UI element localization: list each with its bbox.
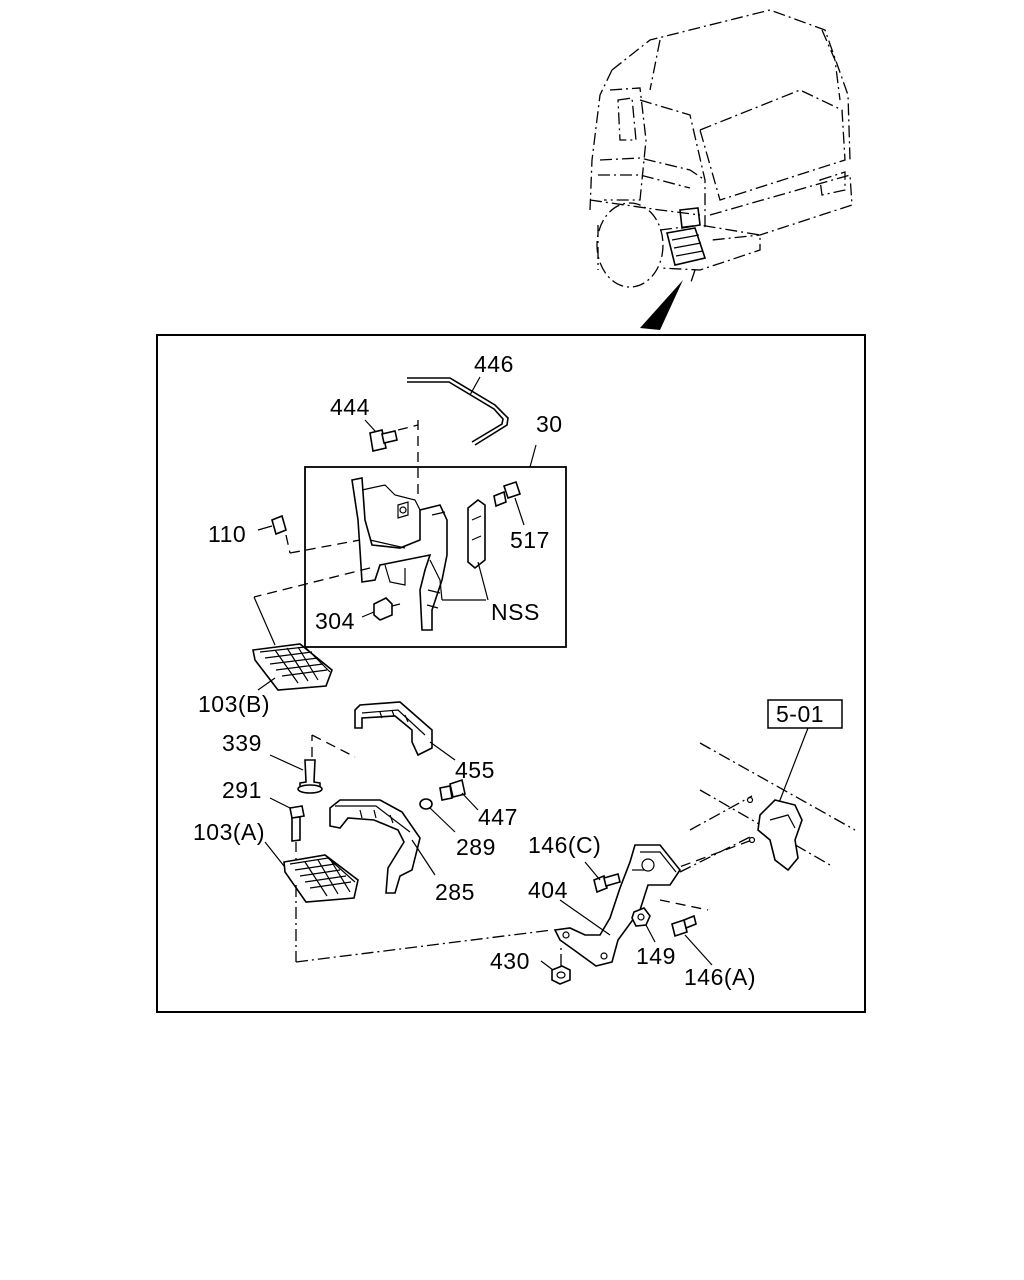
part-285-bracket xyxy=(329,799,436,894)
label-444: 444 xyxy=(330,394,370,420)
label-304: 304 xyxy=(315,608,355,634)
part-103b-step xyxy=(252,643,333,691)
callout-labels: 446 444 30 110 517 304 NSS 103(B) 339 45… xyxy=(193,351,824,990)
label-110: 110 xyxy=(208,521,246,547)
part-447-bolt xyxy=(439,778,479,811)
part-444-bolt xyxy=(364,419,419,500)
part-404-bracket xyxy=(553,844,681,967)
label-339: 339 xyxy=(222,730,262,756)
label-289: 289 xyxy=(456,834,496,860)
label-nss: NSS xyxy=(491,599,540,625)
label-103a: 103(A) xyxy=(193,819,265,845)
label-455: 455 xyxy=(455,757,495,783)
part-30-bracket-assembly xyxy=(257,477,525,631)
label-146a: 146(A) xyxy=(684,964,756,990)
label-517: 517 xyxy=(510,527,550,553)
label-285: 285 xyxy=(435,879,475,905)
label-5-01: 5-01 xyxy=(776,701,824,727)
label-446: 446 xyxy=(474,351,514,377)
part-103a-step xyxy=(264,841,359,903)
part-339-pin xyxy=(269,734,356,794)
part-430-nut xyxy=(540,948,571,985)
label-404: 404 xyxy=(528,877,568,903)
part-291-bolt xyxy=(269,797,305,860)
part-446-rod xyxy=(407,376,509,446)
label-149: 149 xyxy=(636,943,676,969)
chassis-frame xyxy=(659,699,856,911)
assembly-30-box xyxy=(304,466,567,648)
label-291: 291 xyxy=(222,777,262,803)
part-146c-bolt xyxy=(584,861,621,894)
truck-cab-overview xyxy=(589,9,853,330)
part-146a-bolt xyxy=(671,914,713,966)
label-430: 430 xyxy=(490,948,530,974)
label-103b: 103(B) xyxy=(198,691,270,717)
label-447: 447 xyxy=(478,804,518,830)
label-30: 30 xyxy=(536,411,563,437)
ref-5-01-box xyxy=(767,699,843,729)
detail-frame xyxy=(156,334,866,1013)
part-289-washer xyxy=(419,798,456,833)
part-455-bracket xyxy=(354,701,456,761)
label-146c: 146(C) xyxy=(528,832,601,858)
part-149-nut xyxy=(631,907,656,943)
